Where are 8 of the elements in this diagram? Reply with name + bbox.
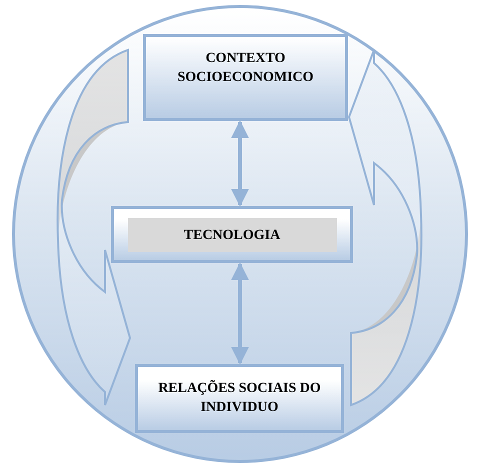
box-title: RELAÇÕES SOCIAIS DO INDIVIDUO (157, 379, 322, 417)
concept-box (135, 364, 344, 433)
double-arrow (231, 120, 249, 207)
concept-box (143, 34, 348, 121)
double-arrow (231, 262, 249, 365)
concept-box (111, 206, 353, 263)
box-title-label: TECNOLOGIA (128, 218, 336, 252)
box-title: CONTEXTO SOCIOECONOMICO (176, 50, 315, 87)
